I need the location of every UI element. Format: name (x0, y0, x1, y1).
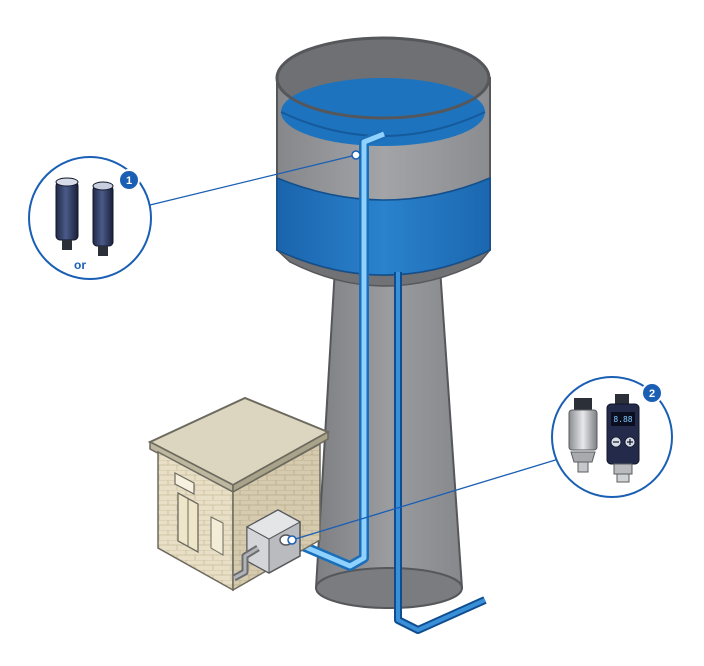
pump-house (147, 396, 331, 592)
callout-number-2: 2 (649, 388, 655, 400)
water-tank (275, 36, 491, 287)
digital-pressure-switch: 8.88 (606, 394, 640, 483)
pipe-supply (394, 272, 487, 634)
callout-number-1: 1 (126, 175, 132, 187)
pump-house-window (174, 472, 195, 495)
callout-badge-2 (641, 382, 663, 404)
leader-line-2 (287, 457, 563, 545)
or-label: or (74, 258, 86, 272)
leader-line-1 (149, 150, 361, 206)
display-readout: 8.88 (613, 415, 632, 424)
pressure-display (611, 412, 635, 426)
callout-1: or 1 (28, 156, 152, 280)
ultrasonic-sensor-short (55, 177, 79, 250)
pressure-transmitter (568, 398, 598, 473)
water-level-band (276, 176, 491, 276)
callout-2: 8.88 2 (551, 376, 673, 498)
ultrasonic-sensor-long (92, 181, 114, 256)
pipe-sensor-line (282, 129, 386, 571)
callout-badge-1 (118, 169, 140, 191)
tower-shaft (314, 267, 464, 609)
